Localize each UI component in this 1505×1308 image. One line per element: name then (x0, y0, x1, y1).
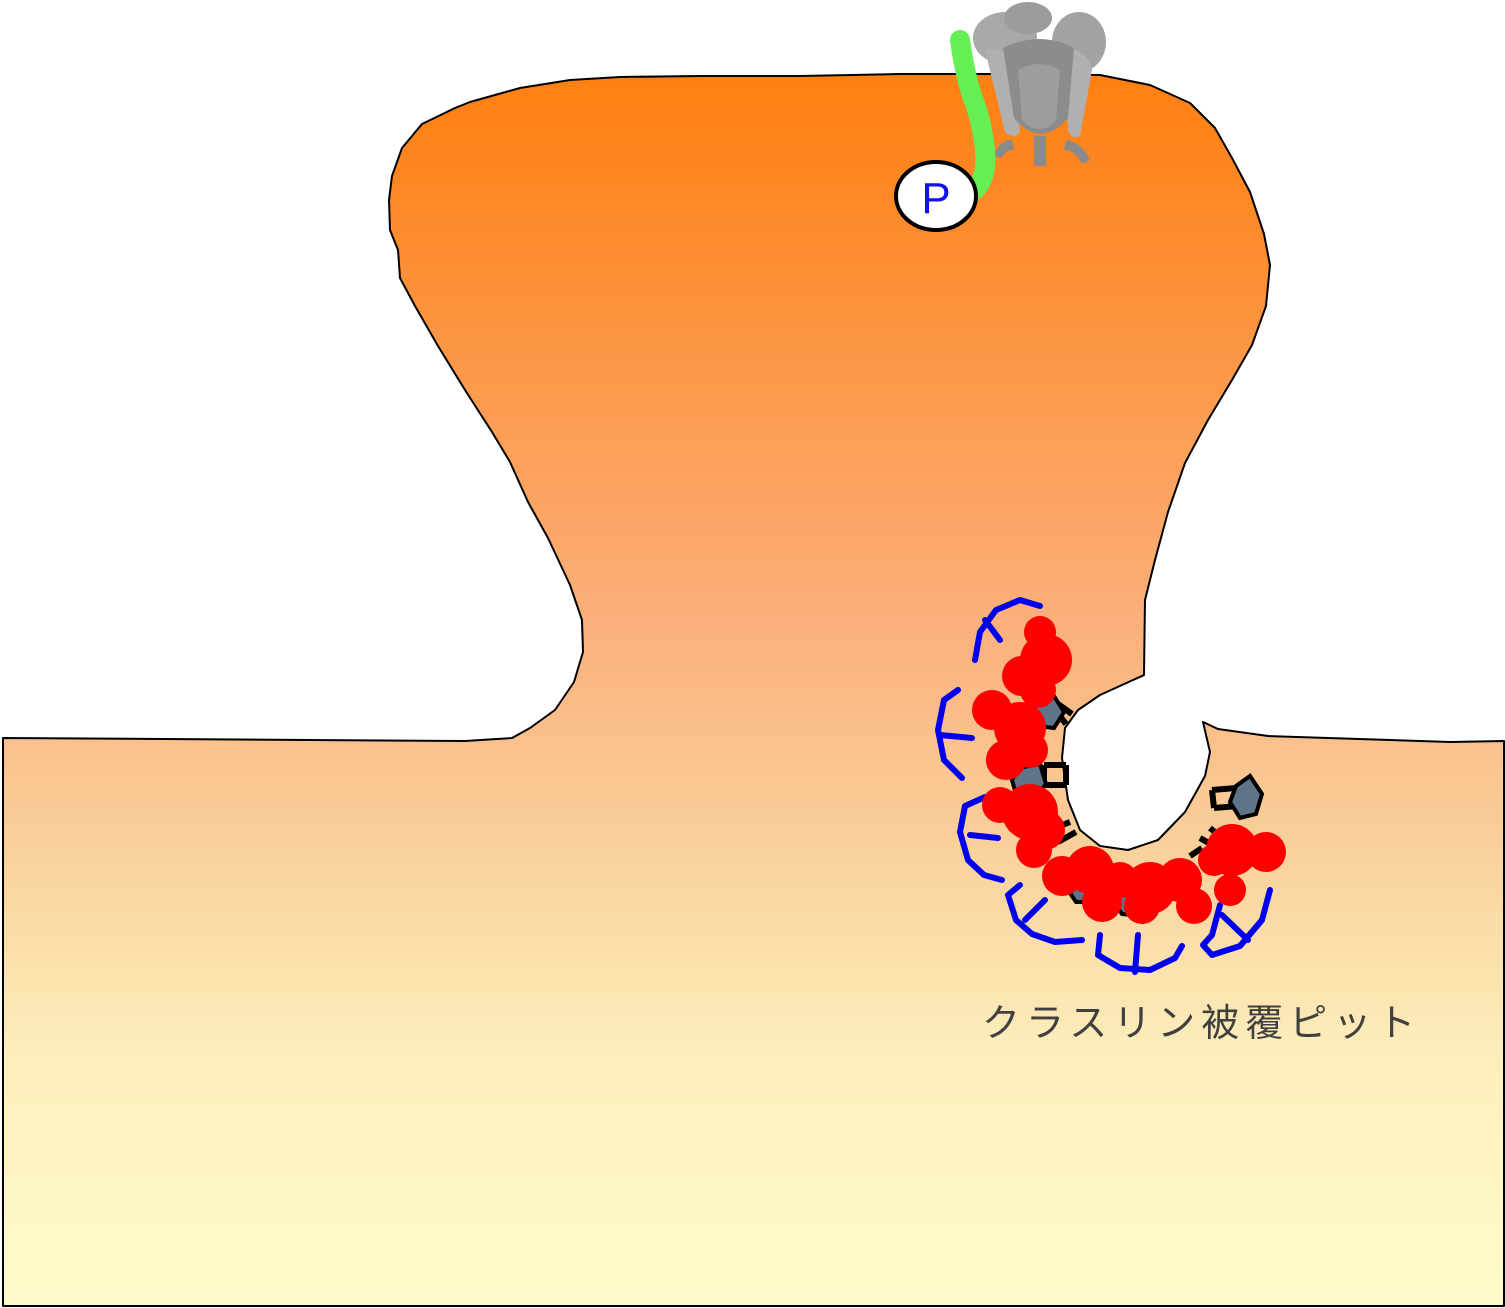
dendrite-and-spine (3, 74, 1504, 1306)
clathrin-coated-pit-label: クラスリン被覆ピット (982, 992, 1421, 1047)
phosphate-icon: P (896, 162, 976, 230)
svg-text:P: P (921, 174, 950, 223)
